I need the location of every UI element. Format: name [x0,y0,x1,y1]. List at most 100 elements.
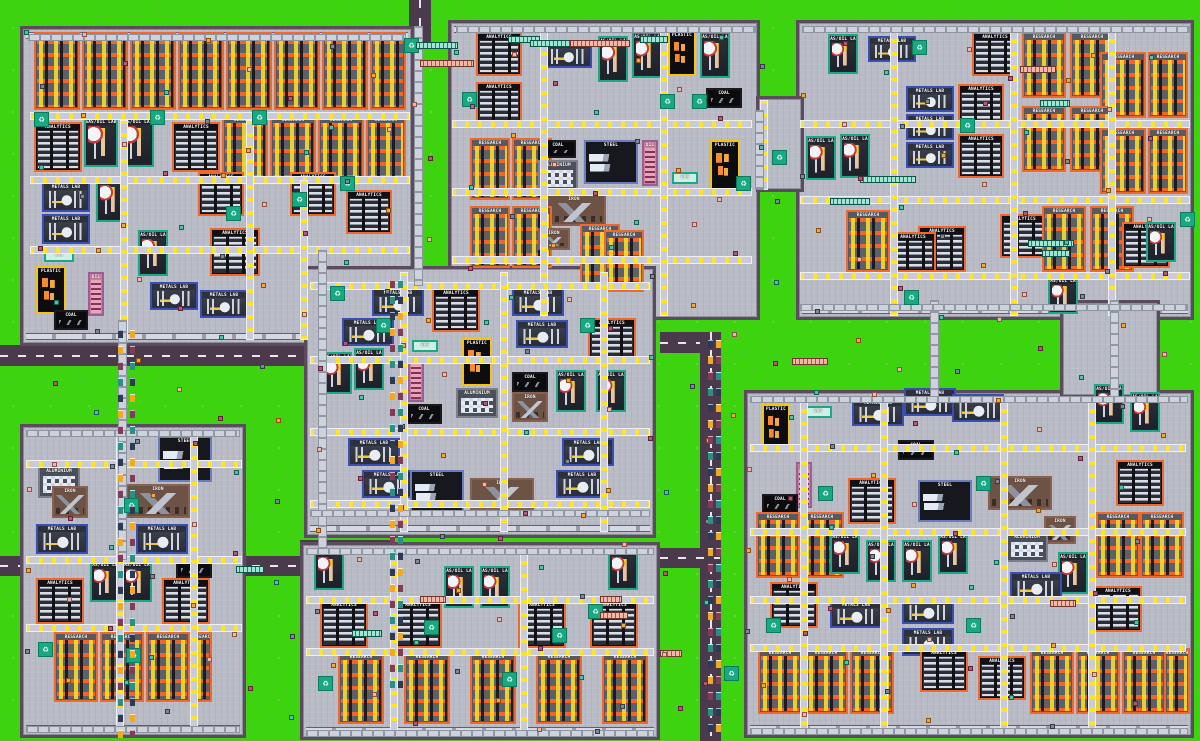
building-analytics[interactable]: ANALYTICS [1094,586,1142,632]
building-research[interactable]: RESEARCH [602,652,648,724]
conveyor-belt[interactable] [800,272,1190,280]
recycle-icon[interactable]: ♻ [34,112,49,127]
conveyor-belt[interactable] [30,112,410,120]
building-metals[interactable]: METALS LAB [36,524,88,554]
building-research[interactable]: RESEARCH [1096,512,1140,578]
building-metals[interactable]: METALS LAB [830,600,882,628]
building-analytics[interactable]: ANALYTICS [346,190,392,234]
recycle-icon[interactable]: ♻ [772,150,787,165]
building-metals[interactable]: METALS LAB [906,86,954,112]
conveyor-belt[interactable] [452,120,752,128]
recycle-icon[interactable]: ♻ [912,40,927,55]
building-research[interactable]: RESEARCH [404,652,450,724]
conveyor-belt[interactable] [520,548,528,734]
building-research[interactable]: RESEARCH [1122,648,1166,714]
building-research[interactable]: RESEARCH [536,652,582,724]
recycle-icon[interactable]: ♻ [660,94,675,109]
building-analytics[interactable]: ANALYTICS [36,578,84,624]
building-steel[interactable]: STEEL [918,480,972,522]
building-analytics[interactable]: ANALYTICS [1116,460,1164,506]
conveyor-belt[interactable] [750,596,1186,604]
conveyor-belt[interactable] [452,188,752,196]
building-analytics[interactable]: ANALYTICS [1000,214,1046,258]
building-coal[interactable]: COAL [406,404,442,424]
building-research[interactable]: RESEARCH [1148,128,1188,194]
building-metals[interactable]: METALS LAB [512,288,564,316]
recycle-icon[interactable]: ♻ [736,176,751,191]
building-research[interactable]: RESEARCH [274,32,320,110]
building-iron[interactable]: IRON [52,486,88,518]
building-alu[interactable]: ALUMINIUM [1006,532,1048,562]
building-analytics[interactable]: ANALYTICS [162,578,210,624]
building-research[interactable]: RESEARCH [1140,512,1184,578]
conveyor-belt[interactable] [800,396,808,732]
conveyor-belt[interactable] [890,26,898,316]
building-research[interactable]: RESEARCH [1022,106,1066,172]
building-gasoil[interactable]: GAS/OIL LAB [700,32,730,78]
conveyor-belt[interactable] [750,644,1186,652]
building-analytics[interactable]: ANALYTICS [958,134,1004,178]
building-research[interactable]: RESEARCH [322,32,368,110]
building-research[interactable]: RESEARCH [270,115,316,180]
recycle-icon[interactable]: ♻ [330,286,345,301]
building-research[interactable]: RESEARCH [34,32,80,110]
building-research[interactable]: RESEARCH [1022,32,1066,98]
building-research[interactable]: RESEARCH [366,115,406,180]
conveyor-belt[interactable] [120,120,128,340]
building-analytics[interactable]: ANALYTICS [920,648,968,692]
building-gasoil[interactable]: GAS/OIL LAB [84,117,118,167]
building-metals[interactable]: METALS LAB [852,398,904,426]
recycle-icon[interactable]: ♻ [960,118,975,133]
building-analytics[interactable]: ANALYTICS [432,288,480,332]
conveyor-belt[interactable] [30,246,410,254]
conveyor-belt[interactable] [306,596,654,604]
building-research[interactable]: RESEARCH [130,32,176,110]
conveyor-belt[interactable] [500,272,508,532]
conveyor-belt[interactable] [750,444,1186,452]
building-metals[interactable]: METALS LAB [42,214,90,244]
conveyor-belt[interactable] [310,428,650,436]
building-alu[interactable]: ALUMINIUM [456,388,498,418]
conveyor-belt[interactable] [300,180,308,340]
conveyor-belt[interactable] [116,430,124,730]
building-gasoil[interactable]: GAS/OIL LAB [556,370,586,412]
building-coal[interactable]: COAL [512,372,548,392]
building-coal[interactable]: COAL [54,310,88,330]
building-metals[interactable]: METALS LAB [906,142,954,168]
recycle-icon[interactable]: ♻ [724,666,739,681]
building-research[interactable]: RESEARCH [82,32,128,110]
conveyor-belt[interactable] [600,272,608,532]
recycle-icon[interactable]: ♻ [976,476,991,491]
building-steel[interactable]: STEEL [158,436,212,482]
recycle-icon[interactable]: ♻ [818,486,833,501]
recycle-icon[interactable]: ♻ [580,318,595,333]
building-gasoil[interactable]: GAS/OIL LAB [938,532,968,574]
building-oil[interactable]: OIL [88,272,104,316]
conveyor-belt[interactable] [390,548,398,734]
building-analytics[interactable]: ANALYTICS [476,82,522,126]
building-research[interactable]: RESEARCH [318,115,364,180]
conveyor-belt[interactable] [1108,26,1116,316]
recycle-icon[interactable]: ♻ [38,642,53,657]
building-research[interactable]: RESEARCH [1042,206,1086,272]
recycle-icon[interactable]: ♻ [588,604,603,619]
building-plastic[interactable]: PLASTIC [668,30,696,76]
recycle-icon[interactable]: ♻ [226,206,241,221]
building-steel[interactable]: STEEL [584,140,638,184]
recycle-icon[interactable]: ♻ [692,94,707,109]
building-research[interactable]: RESEARCH [1148,52,1188,118]
conveyor-belt[interactable] [880,396,888,732]
building-metals[interactable]: METALS LAB [516,320,568,348]
building-research[interactable]: RESEARCH [146,632,190,702]
building-gas[interactable]: GAS [672,172,698,184]
building-research[interactable]: RESEARCH [178,32,224,110]
building-gas[interactable]: GAS [412,340,438,352]
conveyor-belt[interactable] [310,500,650,508]
building-research[interactable]: RESEARCH [1030,648,1074,714]
building-gasoil[interactable]: GAS/OIL LAB [840,134,870,178]
recycle-icon[interactable]: ♻ [966,618,981,633]
conveyor-belt[interactable] [660,26,668,316]
building-gasoil[interactable]: GAS/OIL LAB [354,348,384,390]
building-gasoil[interactable]: GAS/OIL LAB [828,34,858,74]
